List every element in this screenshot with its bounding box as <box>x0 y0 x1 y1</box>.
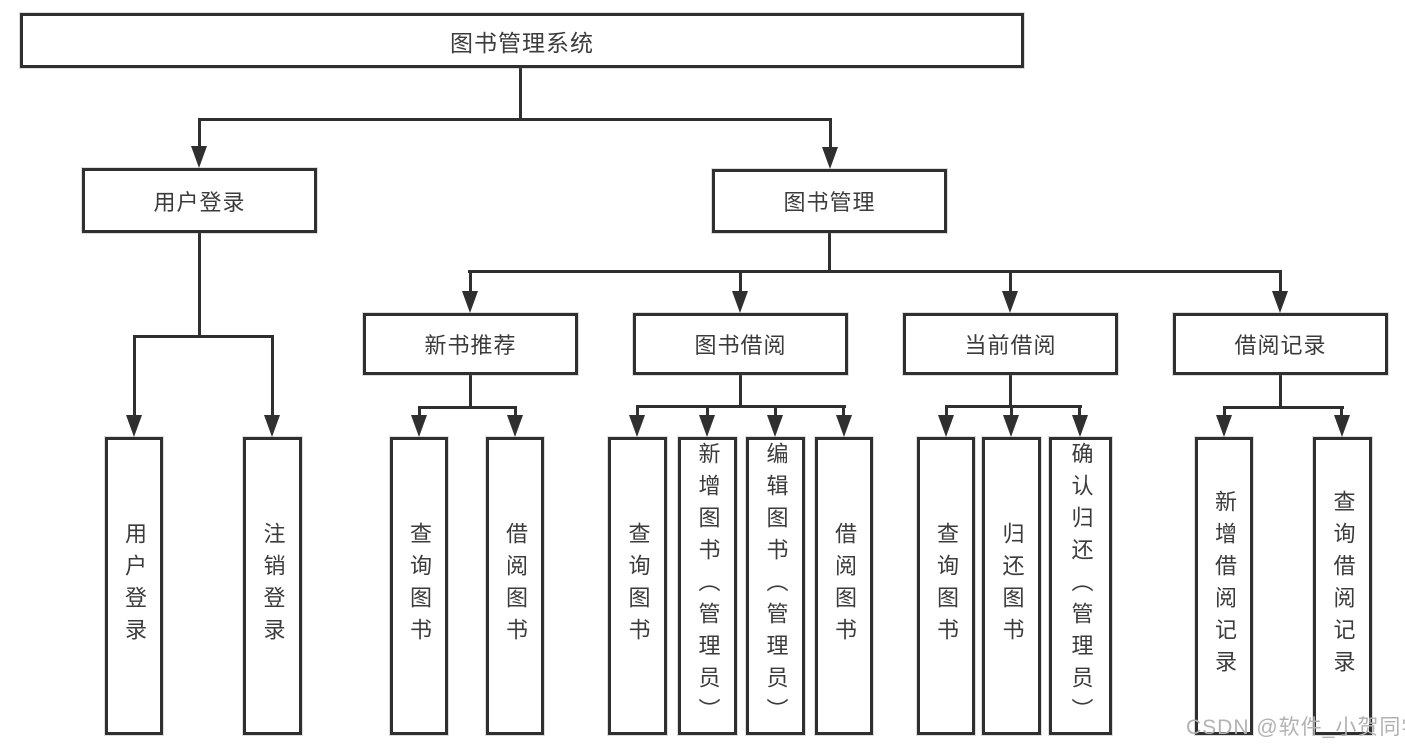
node-label: 用户登录 <box>153 189 246 215</box>
node-label: 图书管理 <box>783 190 876 215</box>
arrow-down-icon <box>699 415 715 437</box>
node-label: 图书管理系统 <box>450 29 594 56</box>
node-new-book-recommendation: 新书推荐 <box>363 313 578 375</box>
connector-drop-user-login <box>198 118 201 150</box>
node-label: 图书借阅 <box>694 333 787 358</box>
leaf-logout: 注销登录 <box>243 437 302 735</box>
connector-drop-current-borrow <box>1009 270 1012 295</box>
connector-drop-leaf-user-login <box>133 335 136 419</box>
connector-drop <box>1010 405 1013 419</box>
node-user-login: 用户登录 <box>82 168 317 233</box>
arrow-down-icon <box>1002 291 1018 313</box>
leaf-label: 编辑图书（管理员） <box>763 442 789 730</box>
csdn-watermark: CSDN @软件_小贺同学 <box>1186 716 1405 739</box>
arrow-down-icon <box>1334 415 1350 437</box>
connector-drop <box>1078 405 1081 419</box>
node-label: 当前借阅 <box>964 333 1057 358</box>
connector-borrow-records-bus <box>1223 406 1344 409</box>
leaf-label: 查询借阅记录 <box>1330 490 1356 682</box>
connector-root-stem <box>519 68 522 118</box>
node-label: 借阅记录 <box>1234 333 1327 358</box>
connector-drop-leaf-logout <box>271 335 274 419</box>
arrow-down-icon <box>629 415 645 437</box>
connector-drop <box>636 405 639 419</box>
connector-current-borrow-stem <box>1009 375 1012 405</box>
leaf-user-login: 用户登录 <box>105 437 163 735</box>
connector-user-login-stem <box>198 233 201 335</box>
connector-book-management-stem <box>828 233 831 270</box>
connector-drop-book-borrow <box>739 270 742 295</box>
leaf-label: 查询图书 <box>625 522 651 650</box>
arrow-down-icon <box>767 415 783 437</box>
connector-book-borrow-stem <box>739 375 742 405</box>
connector-drop <box>1223 406 1226 419</box>
connector-new-book-bus <box>418 406 517 409</box>
connector-drop <box>418 406 421 419</box>
leaf-add-books-admin: 新增图书（管理员） <box>678 437 737 735</box>
connector-drop <box>774 405 777 419</box>
connector-drop <box>514 406 517 419</box>
connector-drop-new-book <box>469 270 472 295</box>
connector-current-borrow-bus <box>945 405 1082 408</box>
leaf-borrow-books: 借阅图书 <box>815 437 873 735</box>
arrow-down-icon <box>1072 415 1088 437</box>
arrow-down-icon <box>938 415 954 437</box>
leaf-label: 用户登录 <box>122 522 147 650</box>
arrow-down-icon <box>462 291 478 313</box>
arrow-down-icon <box>507 415 523 437</box>
connector-book-management-bus <box>468 270 1282 273</box>
arrow-down-icon <box>191 146 207 168</box>
connector-drop <box>1340 406 1343 419</box>
leaf-query-books-recommend: 查询图书 <box>390 437 448 735</box>
connector-drop <box>706 405 709 419</box>
leaf-label: 新增借阅记录 <box>1212 490 1237 682</box>
leaf-label: 新增图书（管理员） <box>695 442 721 730</box>
arrow-down-icon <box>732 291 748 313</box>
leaf-label: 查询图书 <box>407 522 432 650</box>
arrow-down-icon <box>126 415 142 437</box>
leaf-label: 借阅图书 <box>832 522 857 650</box>
leaf-query-borrow-record: 查询借阅记录 <box>1313 437 1372 735</box>
leaf-label: 确认归还（管理员） <box>1068 442 1094 730</box>
arrow-down-icon <box>836 415 852 437</box>
arrow-down-icon <box>411 415 427 437</box>
leaf-edit-books-admin: 编辑图书（管理员） <box>746 437 805 735</box>
connector-drop <box>842 405 845 419</box>
leaf-confirm-return-admin: 确认归还（管理员） <box>1049 437 1112 735</box>
connector-drop-book-management <box>829 118 832 150</box>
arrow-down-icon <box>822 147 838 169</box>
leaf-return-books: 归还图书 <box>982 437 1041 735</box>
leaf-label: 借阅图书 <box>503 522 528 650</box>
node-current-borrowing: 当前借阅 <box>903 313 1118 375</box>
node-borrowing-records: 借阅记录 <box>1173 313 1388 375</box>
arrow-down-icon <box>1216 415 1232 437</box>
connector-user-login-bus <box>133 335 274 338</box>
connector-root-bus <box>198 118 832 121</box>
node-label: 新书推荐 <box>424 333 517 358</box>
leaf-label: 查询图书 <box>934 522 959 650</box>
arrow-down-icon <box>1003 415 1019 437</box>
connector-drop-borrow-records <box>1279 270 1282 295</box>
connector-new-book-stem <box>469 375 472 406</box>
leaf-query-books-borrow: 查询图书 <box>608 437 667 735</box>
leaf-borrow-books-recommend: 借阅图书 <box>486 437 544 735</box>
connector-borrow-records-stem <box>1279 375 1282 406</box>
node-book-management: 图书管理 <box>712 169 947 233</box>
connector-book-borrow-bus <box>636 405 846 408</box>
arrow-down-icon <box>1272 291 1288 313</box>
leaf-label: 归还图书 <box>999 522 1025 650</box>
connector-drop <box>945 405 948 419</box>
arrow-down-icon <box>264 415 280 437</box>
leaf-query-books-current: 查询图书 <box>917 437 975 735</box>
leaf-add-borrow-record: 新增借阅记录 <box>1195 437 1253 735</box>
node-book-borrowing: 图书借阅 <box>633 313 848 375</box>
node-library-management-system: 图书管理系统 <box>20 13 1024 68</box>
leaf-label: 注销登录 <box>260 522 286 650</box>
